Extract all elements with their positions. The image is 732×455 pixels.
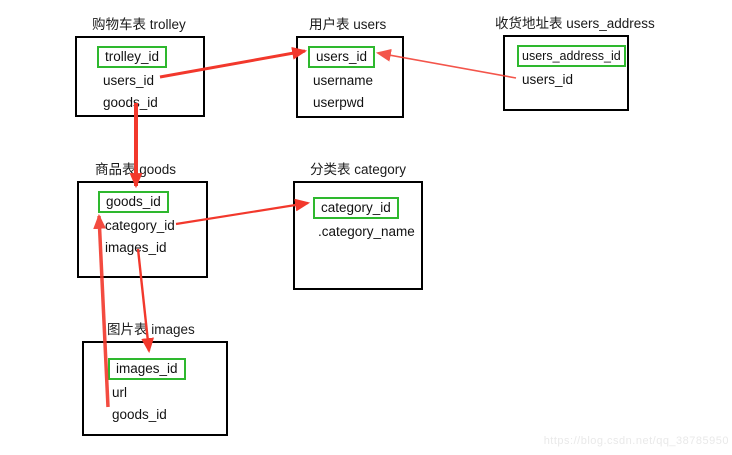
table-goods: 商品表 goods goods_id category_id images_id — [77, 162, 208, 278]
field-users-id: users_id — [522, 72, 574, 87]
primary-key-box: goods_id — [98, 191, 169, 213]
table-trolley-title: 购物车表 trolley — [92, 17, 186, 32]
primary-key-box: category_id — [313, 197, 399, 219]
table-images-title: 图片表 images — [107, 322, 195, 337]
table-goods-box: goods_id category_id images_id — [77, 181, 208, 278]
table-category-box: category_id .category_name — [293, 181, 423, 290]
field-trolley-id: trolley_id — [105, 49, 160, 64]
field-users-id: users_id — [103, 73, 155, 88]
field-users-address-id: users_address_id — [522, 49, 621, 63]
field-images-id: images_id — [116, 361, 178, 376]
table-goods-title: 商品表 goods — [95, 162, 177, 177]
field-username: username — [313, 73, 374, 88]
table-category: 分类表 category category_id .category_name — [293, 162, 423, 290]
field-row-primary: category_id — [295, 195, 421, 221]
table-users-address: 收货地址表 users_address users_address_id use… — [495, 16, 655, 111]
field-userpwd: userpwd — [313, 95, 365, 110]
field-row-primary: goods_id — [79, 189, 206, 215]
primary-key-box: users_address_id — [517, 45, 626, 67]
table-images: 图片表 images images_id url goods_id — [82, 322, 228, 436]
field-users-id: users_id — [316, 49, 368, 64]
primary-key-box: images_id — [108, 358, 186, 380]
table-users-title: 用户表 users — [309, 17, 387, 32]
table-images-box: images_id url goods_id — [82, 341, 228, 436]
table-users-box: users_id username userpwd — [296, 36, 404, 118]
field-category-id: category_id — [321, 200, 391, 215]
table-users-address-title: 收货地址表 users_address — [495, 16, 655, 31]
field-goods-id: goods_id — [106, 194, 161, 209]
field-images-id: images_id — [105, 240, 167, 255]
field-category-name: .category_name — [318, 224, 415, 239]
table-category-title: 分类表 category — [310, 162, 407, 177]
table-trolley: 购物车表 trolley trolley_id users_id goods_i… — [75, 17, 205, 117]
field-category-id: category_id — [105, 218, 175, 233]
watermark-url: https://blog.csdn.net/qq_38785950 — [543, 435, 729, 447]
field-row-primary: users_id — [298, 44, 402, 70]
field-goods-id: goods_id — [103, 95, 158, 110]
table-users: 用户表 users users_id username userpwd — [296, 17, 404, 118]
primary-key-box: trolley_id — [97, 46, 168, 68]
field-row-primary: images_id — [84, 356, 226, 382]
field-row-primary: users_address_id — [505, 43, 627, 69]
table-users-address-box: users_address_id users_id — [503, 35, 629, 111]
field-goods-id: goods_id — [112, 407, 167, 422]
table-trolley-box: trolley_id users_id goods_id — [75, 36, 205, 117]
field-url: url — [112, 385, 128, 400]
primary-key-box: users_id — [308, 46, 376, 68]
field-row-primary: trolley_id — [77, 44, 203, 70]
